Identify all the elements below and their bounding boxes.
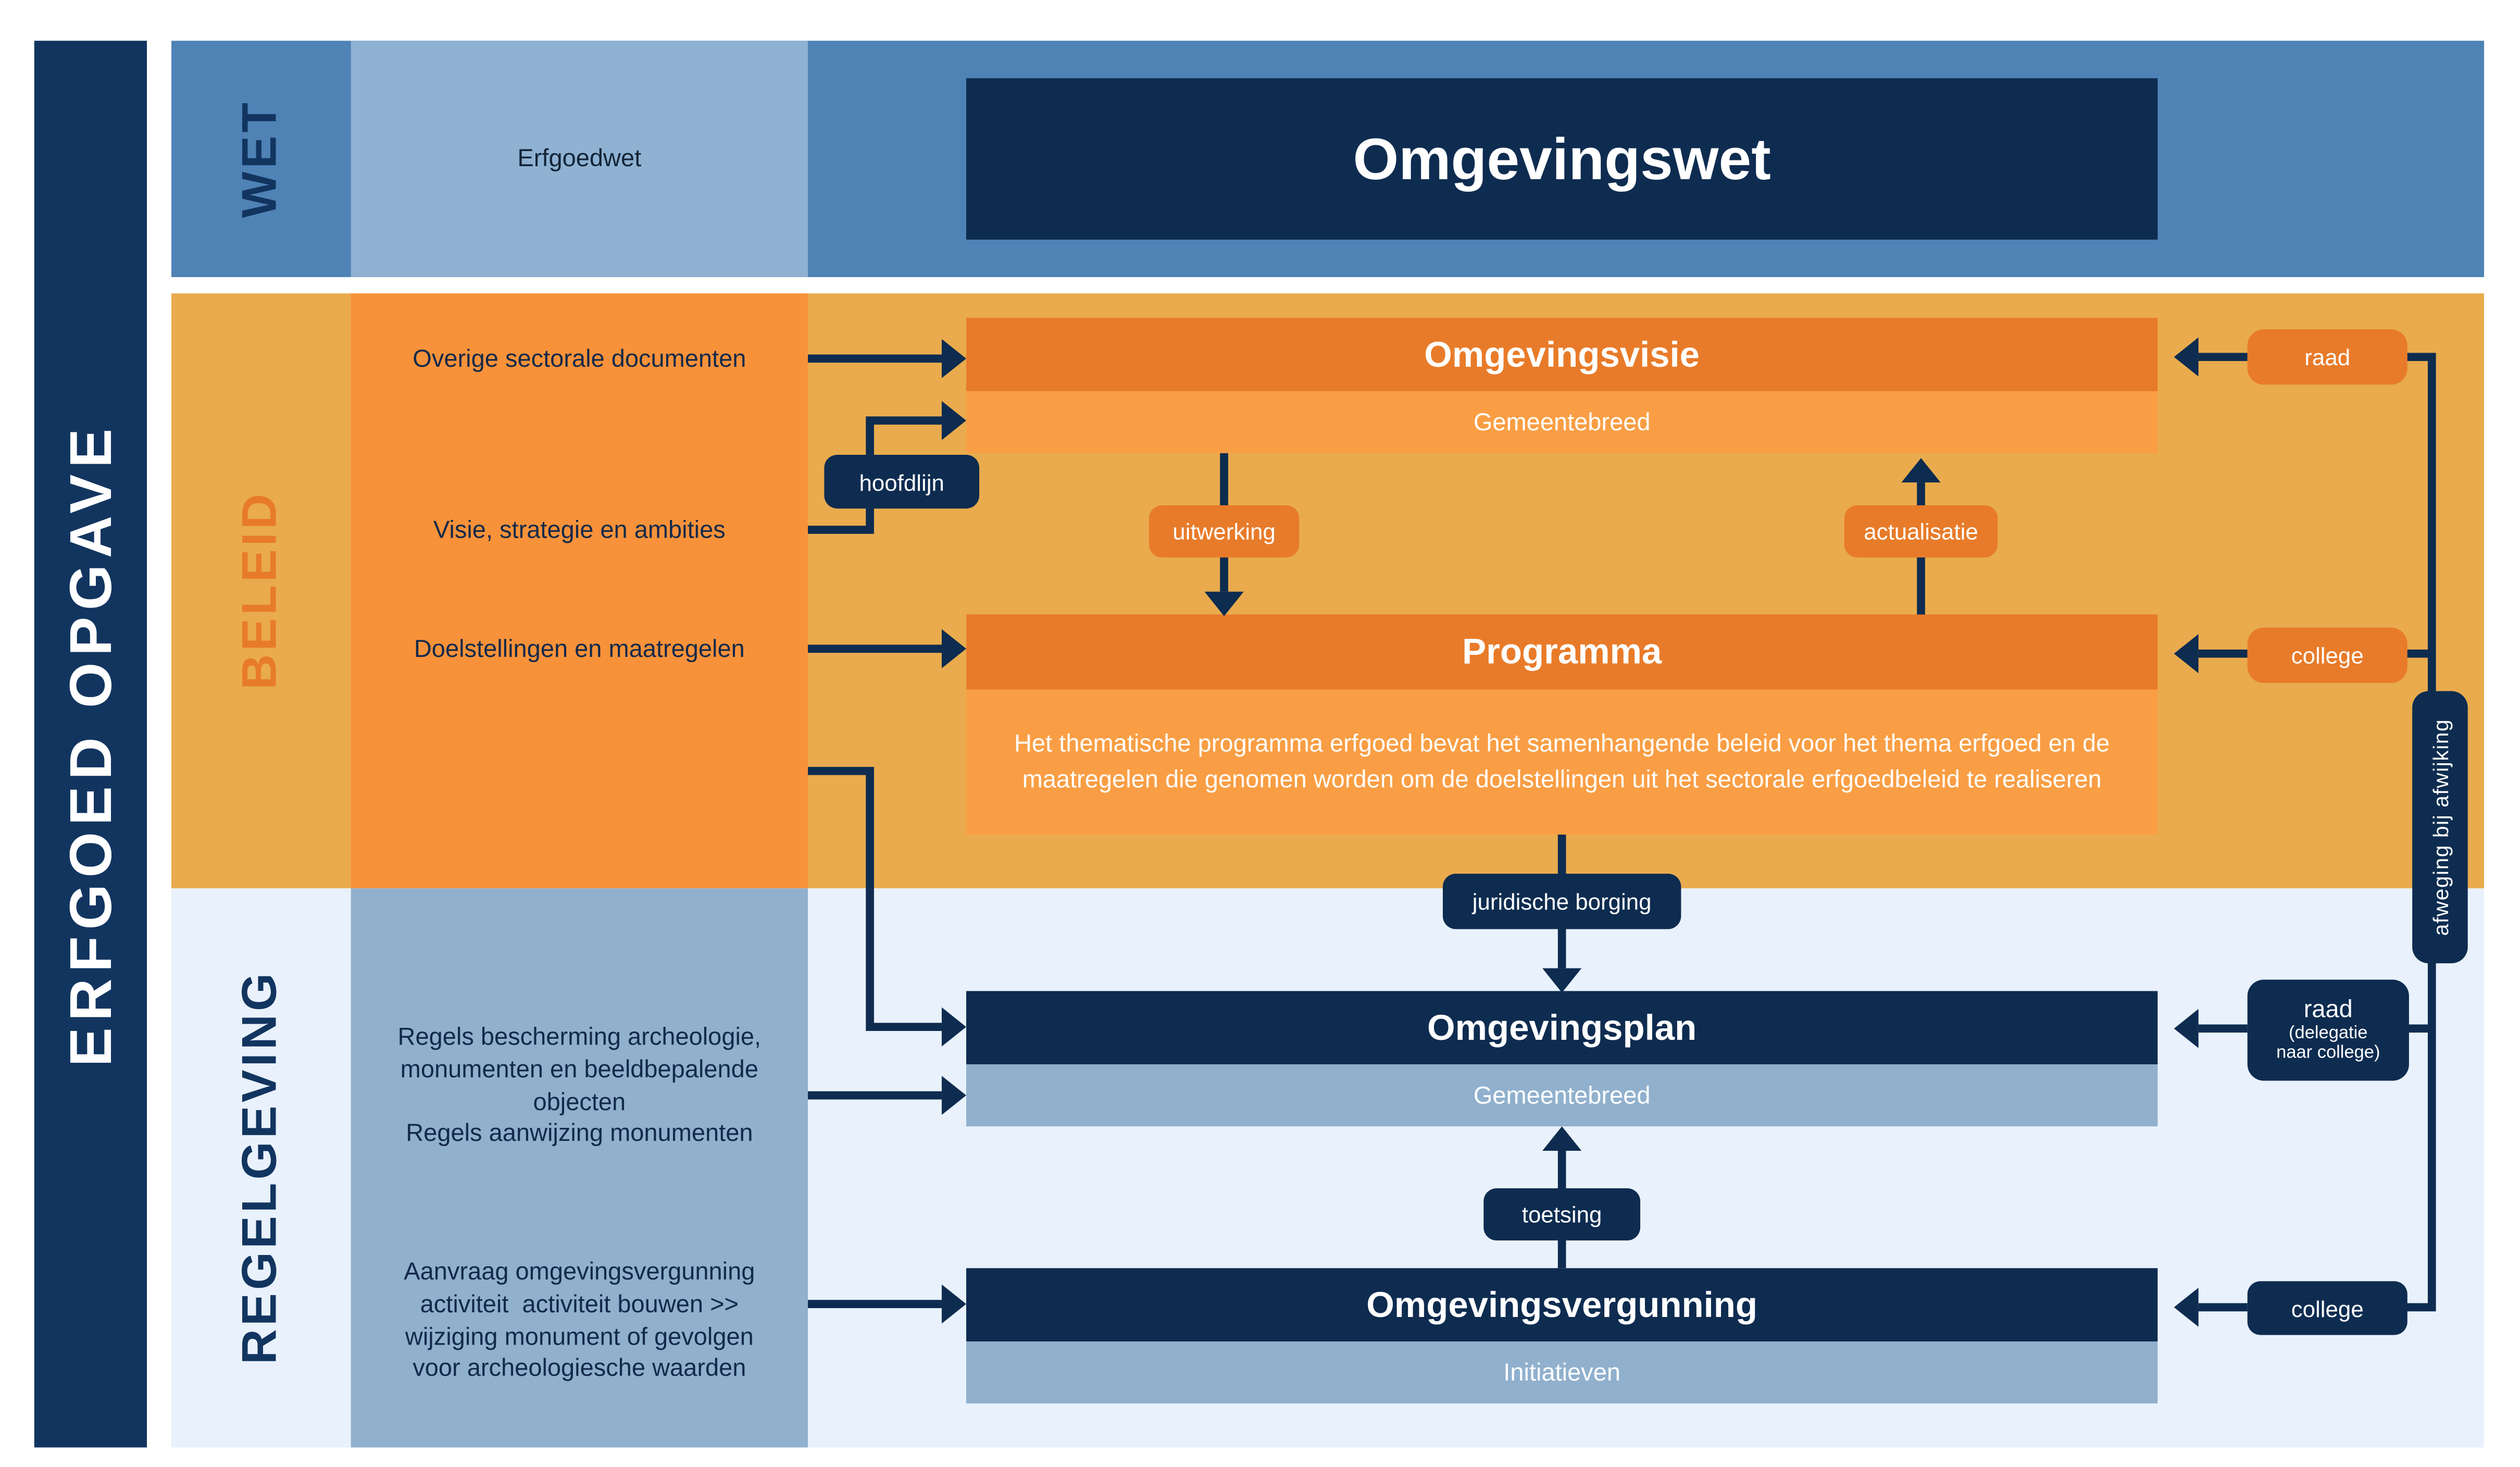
omgevingsvisie-title: Omgevingsvisie [1424, 333, 1700, 375]
afweging-bij-afwijking-bar: afweging bij afwijking [2412, 691, 2468, 964]
badge-raad-delegatie: raad (delegatie naar college) [2247, 979, 2409, 1081]
badge-college-regelgeving: college [2247, 1281, 2407, 1335]
omgevingsplan-title: Omgevingsplan [1427, 1006, 1697, 1048]
source-item-doelstellingen: Doelstellingen en maatregelen [414, 636, 745, 664]
regelgeving-band: REGELGEVING Regels bescherming archeolog… [171, 888, 2485, 1448]
omgevingsplan-scope-row: Gemeentebreed [966, 1064, 2158, 1127]
source-item-visie: Visie, strategie en ambities [433, 516, 726, 545]
omgevingsvergunning-title: Omgevingsvergunning [1366, 1284, 1758, 1325]
omgevingsvisie-scope: Gemeentebreed [1473, 408, 1651, 436]
badge-toetsing-label: toetsing [1521, 1201, 1602, 1228]
badge-raad-delegatie-subtitle: (delegatie naar college) [2276, 1024, 2380, 1063]
omgevingsplan-scope: Gemeentebreed [1473, 1081, 1651, 1110]
badge-raad-beleid-label: raad [2304, 344, 2351, 370]
afweging-bij-afwijking-label: afweging bij afwijking [2427, 718, 2452, 936]
badge-hoofdlijn: hoofdlijn [824, 454, 980, 509]
omgevingsvisie-scope-row: Gemeentebreed [966, 391, 2158, 453]
wet-band: WET Erfgoedwet Omgevingswet [171, 41, 2485, 277]
badge-college-beleid: college [2247, 627, 2407, 683]
badge-actualisatie: actualisatie [1844, 505, 1998, 558]
badge-juridische-borging-label: juridische borging [1472, 888, 1652, 915]
badge-juridische-borging: juridische borging [1442, 874, 1681, 929]
omgevingsvergunning-header: Omgevingsvergunning [966, 1268, 2158, 1342]
omgevingsvergunning-scope: Initiatieven [1503, 1358, 1621, 1387]
omgevingsvisie-header: Omgevingsvisie [966, 318, 2158, 391]
badge-actualisatie-label: actualisatie [1864, 518, 1978, 545]
programma-description-box: Het thematische programma erfgoed bevat … [966, 689, 2158, 835]
badge-raad-beleid: raad [2247, 329, 2407, 385]
wet-band-label: WET [233, 100, 288, 218]
programma-header: Programma [966, 614, 2158, 690]
omgevingsplan-header: Omgevingsplan [966, 991, 2158, 1065]
diagram-title-bar: ERFGOED OPGAVE [34, 41, 147, 1448]
programma-title: Programma [1462, 630, 1662, 672]
erfgoedwet-box: Erfgoedwet [351, 41, 808, 277]
badge-toetsing: toetsing [1483, 1188, 1641, 1241]
erfgoedwet-label: Erfgoedwet [517, 145, 642, 173]
source-item-overige: Overige sectorale documenten [413, 345, 746, 374]
badge-uitwerking-label: uitwerking [1172, 518, 1276, 545]
regelgeving-band-label: REGELGEVING [233, 971, 288, 1365]
omgevingswet-box: Omgevingswet [966, 78, 2158, 240]
beleid-band: BELEID Overige sectorale documenten Visi… [171, 293, 2485, 889]
badge-hoofdlijn-label: hoofdlijn [859, 468, 944, 495]
source-item-regels: Regels bescherming archeologie, monument… [397, 1023, 762, 1148]
omgevingswet-title: Omgevingswet [1353, 125, 1771, 192]
regelgeving-source-column: Regels bescherming archeologie, monument… [351, 888, 808, 1448]
source-item-aanvraag: Aanvraag omgevingsvergunning activiteit … [404, 1258, 755, 1383]
omgevingsvergunning-scope-row: Initiatieven [966, 1341, 2158, 1403]
badge-uitwerking: uitwerking [1149, 505, 1300, 558]
programma-description: Het thematische programma erfgoed bevat … [1014, 729, 2110, 793]
badge-college-regelgeving-label: college [2291, 1295, 2364, 1321]
beleid-band-label: BELEID [233, 491, 288, 691]
diagram-title: ERFGOED OPGAVE [56, 421, 123, 1066]
beleid-source-column: Overige sectorale documenten Visie, stra… [351, 293, 808, 889]
badge-raad-delegatie-title: raad [2303, 995, 2353, 1023]
badge-college-beleid-label: college [2291, 642, 2364, 668]
